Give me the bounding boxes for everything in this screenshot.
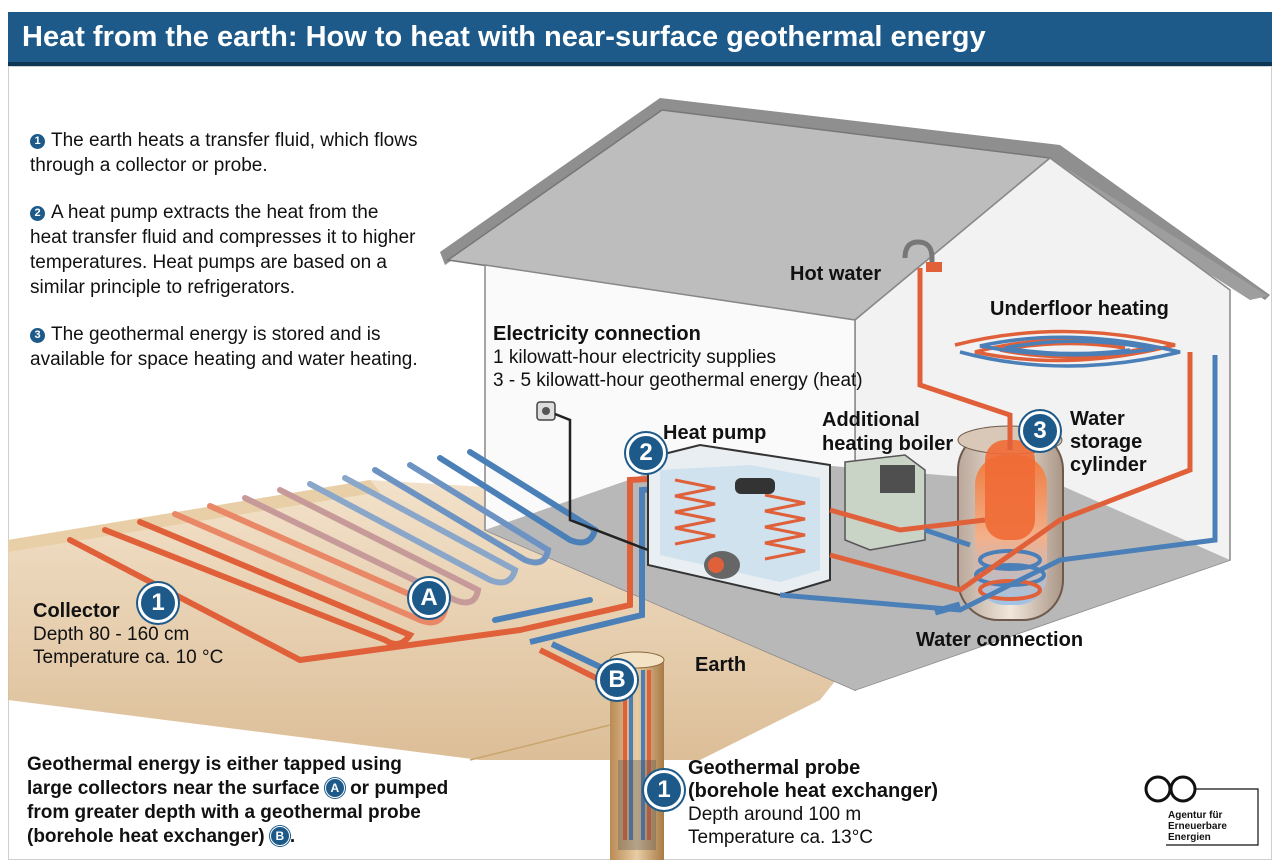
- heat-pump-unit: [647, 443, 831, 597]
- badge-collector-1: 1: [138, 583, 178, 623]
- underfloor-heating-label: Underfloor heating: [990, 298, 1169, 320]
- probe-label: Geothermal probe (borehole heat exchange…: [688, 757, 939, 848]
- leader-line: [469, 724, 611, 761]
- collector-label: Collector Depth 80 - 160 cm Temperature …: [33, 600, 224, 668]
- house-pipes: [779, 268, 1218, 616]
- badge-a-inline: A: [324, 778, 345, 798]
- badge-heat-pump-2: 2: [626, 433, 666, 473]
- boiler-label: Additional heating boiler: [822, 409, 954, 455]
- title-bar: Heat from the earth: How to heat with ne…: [8, 12, 1272, 66]
- badge-probe-1: 1: [644, 770, 684, 810]
- heat-pump-label: Heat pump: [663, 422, 767, 444]
- electric-socket: [536, 401, 649, 552]
- intro-number-1: 1: [30, 134, 45, 149]
- earth-label: Earth: [695, 654, 747, 676]
- storage-cylinder-label: Water storage cylinder: [1070, 408, 1147, 476]
- badge-probe-b: B: [597, 660, 637, 700]
- badge-collector-a: A: [409, 578, 449, 618]
- agency-logo-icon: [1144, 775, 1259, 846]
- intro-number-2: 2: [30, 206, 45, 221]
- page-title: Heat from the earth: How to heat with ne…: [22, 21, 986, 53]
- hot-water-label: Hot water: [790, 263, 882, 285]
- electricity-connection-label: Electricity connection 1 kilowatt-hour e…: [493, 323, 863, 391]
- intro-number-3: 3: [30, 328, 45, 343]
- badge-storage-3: 3: [1020, 411, 1060, 451]
- agency-logo-text: Agentur für Erneuerbare Energien: [1168, 810, 1227, 843]
- water-connection-label: Water connection: [916, 629, 1084, 651]
- collector-loops: [67, 449, 599, 664]
- underfloor-heating-coil: [954, 329, 1181, 368]
- hot-water-tap: [902, 239, 942, 272]
- heating-boiler: [844, 454, 926, 551]
- borehole-probe: [609, 651, 665, 860]
- badge-b-inline: B: [269, 826, 290, 846]
- bottom-note: Geothermal energy is either tapped using…: [27, 754, 449, 847]
